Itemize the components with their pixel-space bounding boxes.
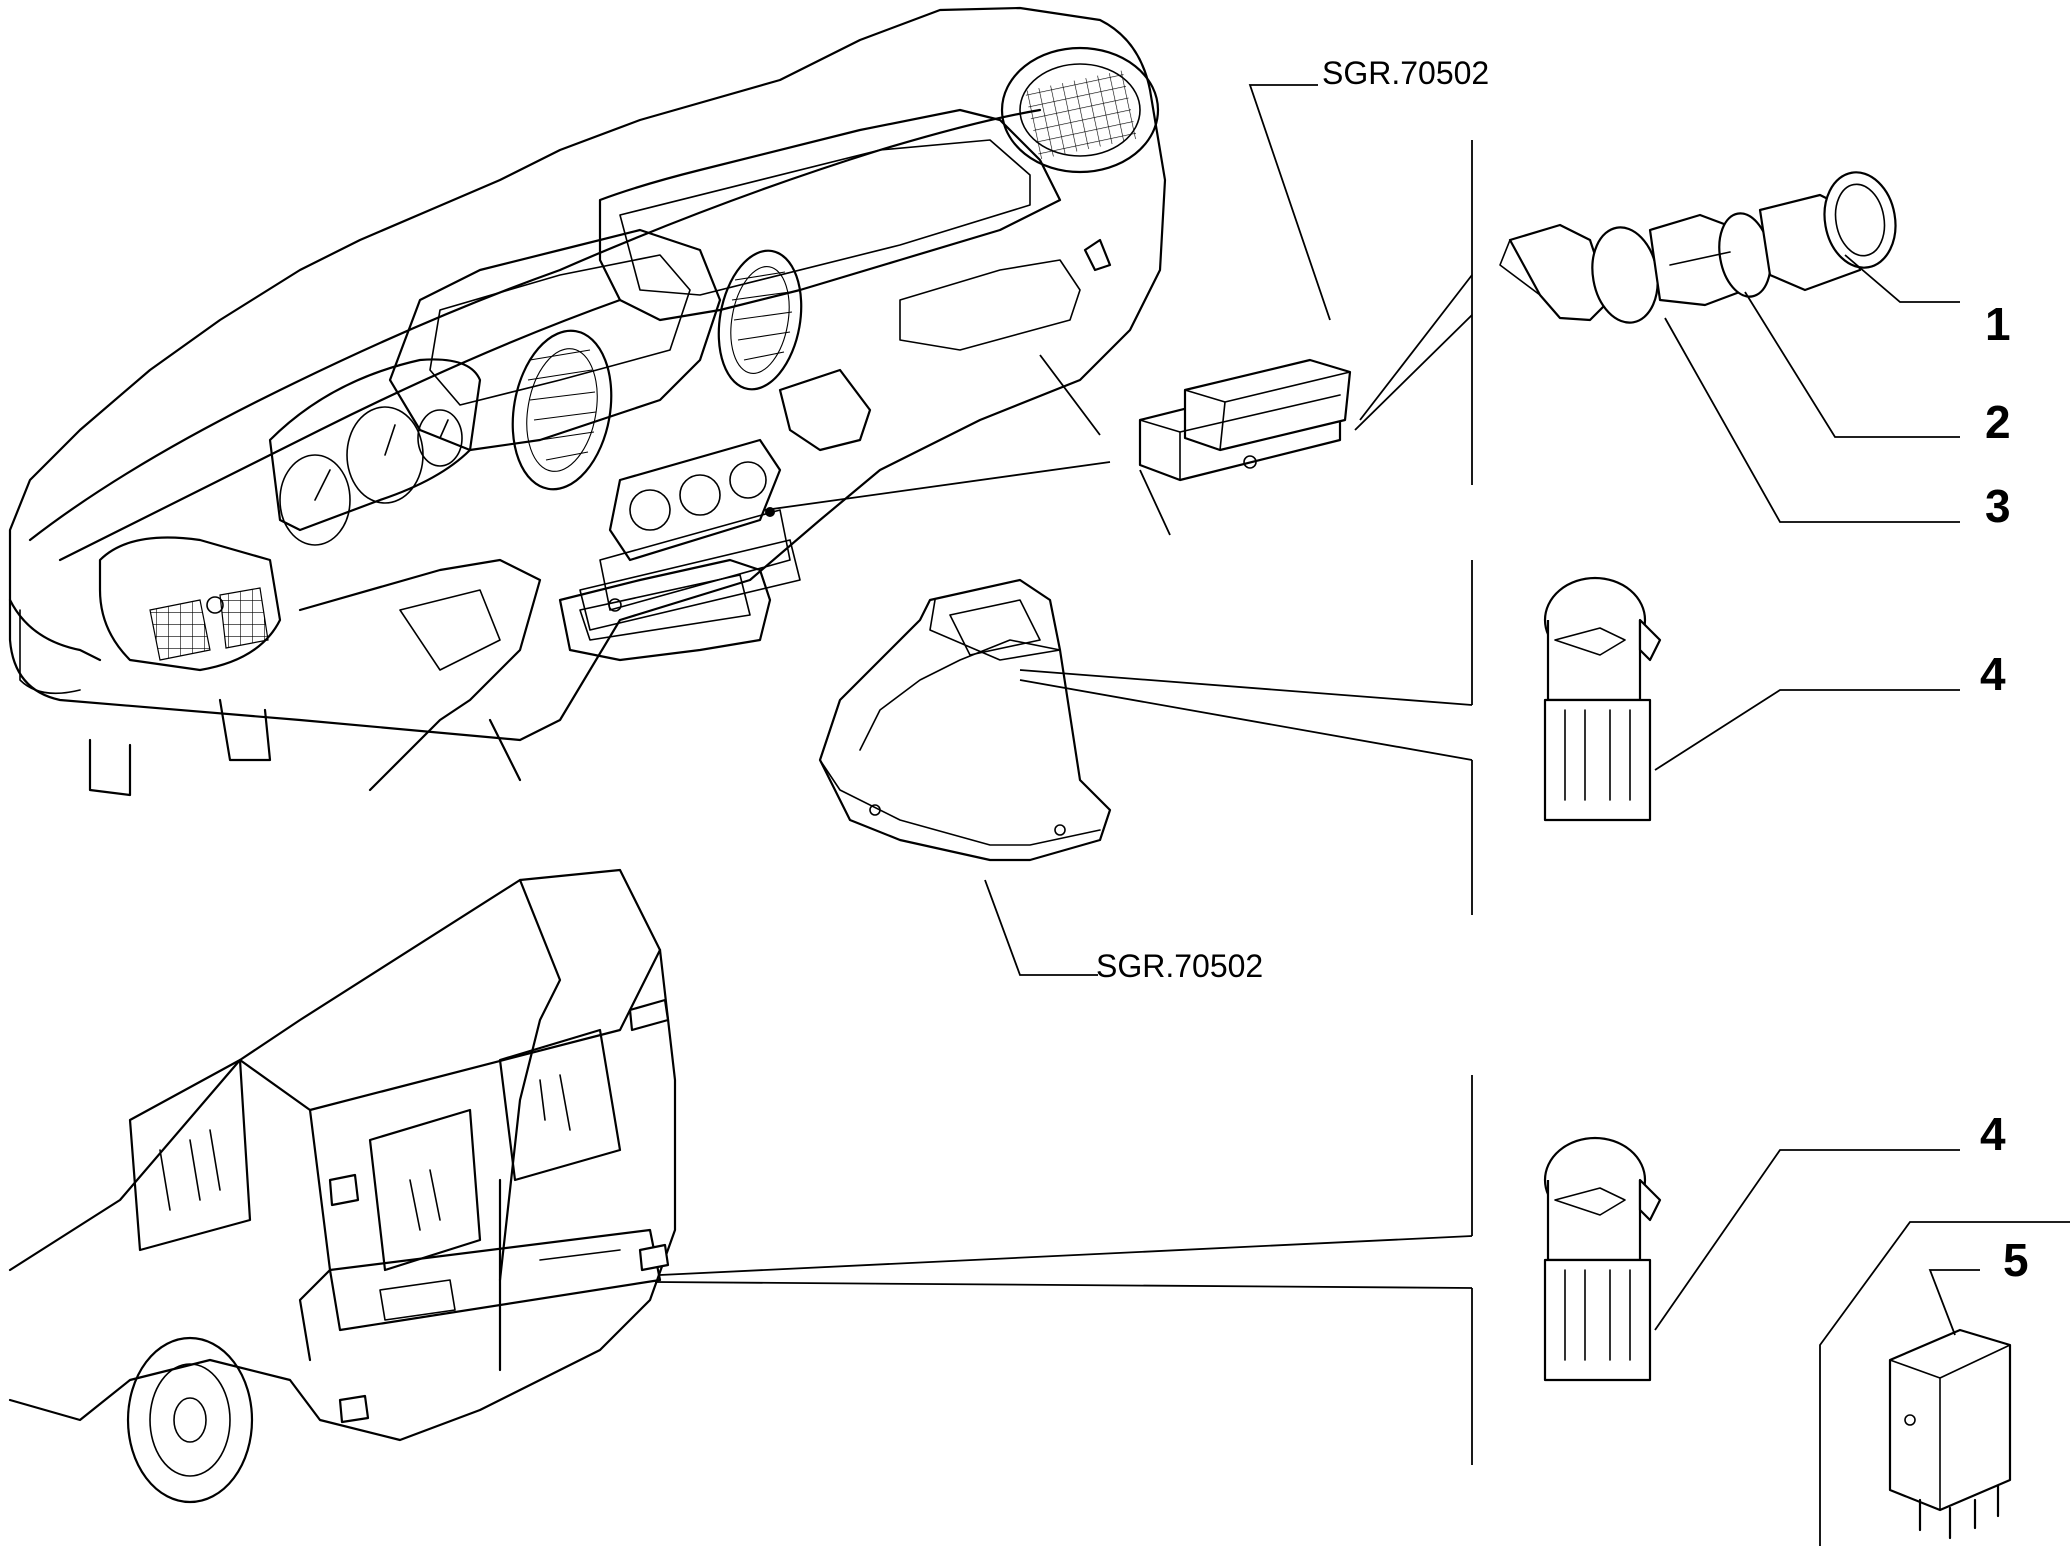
left-air-vent — [98, 536, 282, 672]
cigar-lighter-assembly — [1499, 171, 1897, 324]
reference-code-top: SGR.70502 — [1322, 55, 1489, 91]
control-module — [1138, 358, 1352, 482]
callout-5: 5 — [2003, 1234, 2029, 1286]
center-air-vents — [511, 249, 803, 491]
callout-3: 3 — [1985, 480, 2011, 532]
dashboard-illustration — [8, 6, 1167, 797]
reference-code-bottom: SGR.70502 — [1096, 948, 1263, 984]
power-socket-lower — [1543, 1136, 1662, 1382]
instrument-cluster — [268, 358, 482, 546]
heater-controls — [579, 438, 801, 631]
callout-2: 2 — [1985, 396, 2011, 448]
callout-1: 1 — [1985, 298, 2011, 350]
power-socket-upper — [1543, 576, 1662, 822]
van-illustration — [8, 868, 677, 1504]
right-air-vent — [1000, 46, 1160, 174]
callout-4-upper: 4 — [1980, 648, 2006, 700]
callout-4-lower: 4 — [1980, 1108, 2006, 1160]
gear-console-trim — [818, 578, 1112, 862]
relay — [1888, 1328, 2012, 1540]
leader-lines — [654, 84, 2070, 1546]
